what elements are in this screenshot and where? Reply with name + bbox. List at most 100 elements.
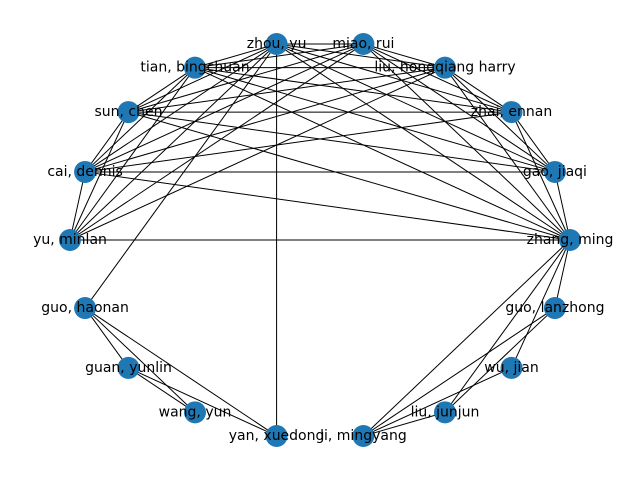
edge-zhai_ennan-zhang_ming xyxy=(511,111,571,241)
node-marker xyxy=(434,56,456,79)
node-marker xyxy=(352,424,375,447)
graph-node: wu, jian xyxy=(484,356,539,379)
edge-zhang_ming-cai_dennis xyxy=(85,171,571,241)
edge-zhang_ming-guo_lanzhong xyxy=(554,239,571,309)
edge-miao_rui-liu_hongqiang_harry xyxy=(363,43,446,69)
edge-miao_rui-sun_chen xyxy=(128,43,364,113)
edge-guo_lanzhong-liu_junjun xyxy=(444,307,556,413)
node-label: guo, haonan xyxy=(41,300,129,316)
node-label: gao, jiaqi xyxy=(523,164,587,180)
node-marker xyxy=(543,160,566,183)
edge-zhou_yu-gao_jiaqi xyxy=(276,43,556,173)
edge-sun_chen-cai_dennis xyxy=(84,111,129,173)
edge-guo_lanzhong-li_mingyang xyxy=(363,307,556,437)
edge-gao_jiaqi-sun_chen xyxy=(128,111,555,173)
edge-liu_hongqiang_harry-sun_chen xyxy=(128,67,446,113)
node-layer: zhou, yu miao, rui liu, hongqiang harry zha… xyxy=(33,33,613,447)
edge-miao_rui-yu_minlan xyxy=(69,43,364,241)
edge-miao_rui-tian_bingchuan xyxy=(194,43,364,69)
graph-node: gao, jiaqi xyxy=(523,160,587,183)
node-marker xyxy=(117,356,140,379)
edge-gao_jiaqi-tian_bingchuan xyxy=(194,67,556,173)
graph-node: cai, dennis xyxy=(47,160,123,183)
node-label: zhang, ming xyxy=(527,232,614,248)
node-marker xyxy=(559,229,581,251)
edge-guo_haonan-guan_yunlin xyxy=(84,307,129,369)
node-marker xyxy=(59,229,81,251)
edge-zhang_ming-liu_junjun xyxy=(444,239,571,413)
node-label: li, mingyang xyxy=(320,428,407,444)
node-marker xyxy=(500,356,523,379)
edge-zhai_ennan-cai_dennis xyxy=(85,111,512,173)
node-label: liu, hongqiang harry xyxy=(374,60,515,76)
edge-zhou_yu-zhang_ming xyxy=(276,43,571,241)
graph-node: liu, junjun xyxy=(411,401,480,424)
edge-gao_jiaqi-zhang_ming xyxy=(554,171,571,241)
edge-zhou_yu-sun_chen xyxy=(128,43,277,113)
graph-node: zhou, yu xyxy=(247,33,307,56)
node-marker xyxy=(74,160,97,183)
graph-node: guan, yunlin xyxy=(85,356,172,379)
edge-liu_hongqiang_harry-gao_jiaqi xyxy=(444,67,556,173)
graph-node: yan, xuedong xyxy=(229,424,324,447)
edge-guo_haonan-wang_yun xyxy=(84,307,196,413)
edge-miao_rui-cai_dennis xyxy=(84,43,364,173)
graph-node: liu, hongqiang harry xyxy=(374,56,516,79)
edge-zhou_yu-liu_hongqiang_harry xyxy=(276,43,446,69)
edge-yan_xuedong-guan_yunlin xyxy=(128,367,277,437)
node-marker xyxy=(500,101,523,124)
node-label: sun, chen xyxy=(94,104,162,120)
edge-zhang_ming-wu_jian xyxy=(511,239,571,369)
graph-node: miao, rui xyxy=(332,33,394,56)
graph-node: tian, bingchuan xyxy=(140,56,250,79)
node-marker xyxy=(184,401,206,424)
edge-tian_bingchuan-yu_minlan xyxy=(69,67,196,241)
node-label: tian, bingchuan xyxy=(140,60,249,76)
edge-guan_yunlin-wang_yun xyxy=(128,367,196,413)
edge-zhang_ming-tian_bingchuan xyxy=(194,67,571,241)
node-label: zhai, ennan xyxy=(471,104,552,120)
edge-zhai_ennan-gao_jiaqi xyxy=(511,111,556,173)
node-label: guan, yunlin xyxy=(85,360,172,376)
edge-zhou_yu-cai_dennis xyxy=(84,43,277,173)
graph-node: zhai, ennan xyxy=(471,101,552,124)
node-marker xyxy=(543,297,566,320)
graph-node: zhang, ming xyxy=(527,229,614,251)
node-label: yu, minlan xyxy=(33,232,107,248)
node-marker xyxy=(74,297,97,320)
edge-tian_bingchuan-cai_dennis xyxy=(84,67,196,173)
edge-layer xyxy=(69,43,571,437)
graph-node: guo, lanzhong xyxy=(505,297,604,320)
edge-liu_hongqiang_harry-zhang_ming xyxy=(444,67,571,241)
node-marker xyxy=(117,101,140,124)
edge-liu_junjun-li_mingyang xyxy=(363,411,446,437)
node-label: miao, rui xyxy=(332,36,394,52)
edge-liu_hongqiang_harry-cai_dennis xyxy=(84,67,446,173)
node-label: wang, yun xyxy=(159,404,232,420)
node-label: liu, junjun xyxy=(411,404,480,420)
edge-zhang_ming-sun_chen xyxy=(128,111,571,241)
node-label: zhou, yu xyxy=(247,36,307,52)
node-label: guo, lanzhong xyxy=(505,300,604,316)
edge-sun_chen-yu_minlan xyxy=(69,111,129,241)
edge-miao_rui-zhang_ming xyxy=(363,43,571,241)
edge-liu_hongqiang_harry-yu_minlan xyxy=(69,67,446,241)
node-marker xyxy=(265,33,288,56)
graph-node: sun, chen xyxy=(94,101,162,124)
edge-yan_xuedong-guo_haonan xyxy=(84,307,277,437)
graph-node: guo, haonan xyxy=(41,297,129,320)
node-marker xyxy=(352,33,375,56)
edge-zhou_yu-yu_minlan xyxy=(69,43,277,241)
edge-zhou_yu-zhai_ennan xyxy=(276,43,512,113)
graph-node: yu, minlan xyxy=(33,229,107,251)
edge-tian_bingchuan-sun_chen xyxy=(128,67,196,113)
edge-zhai_ennan-tian_bingchuan xyxy=(194,67,512,113)
node-marker xyxy=(434,401,456,424)
graph-node: wang, yun xyxy=(159,401,232,424)
node-label: cai, dennis xyxy=(47,164,123,180)
edge-zhou_yu-guo_haonan xyxy=(84,43,277,309)
node-marker xyxy=(265,424,288,447)
edge-zhou_yu-tian_bingchuan xyxy=(194,43,277,69)
node-marker xyxy=(184,56,206,79)
